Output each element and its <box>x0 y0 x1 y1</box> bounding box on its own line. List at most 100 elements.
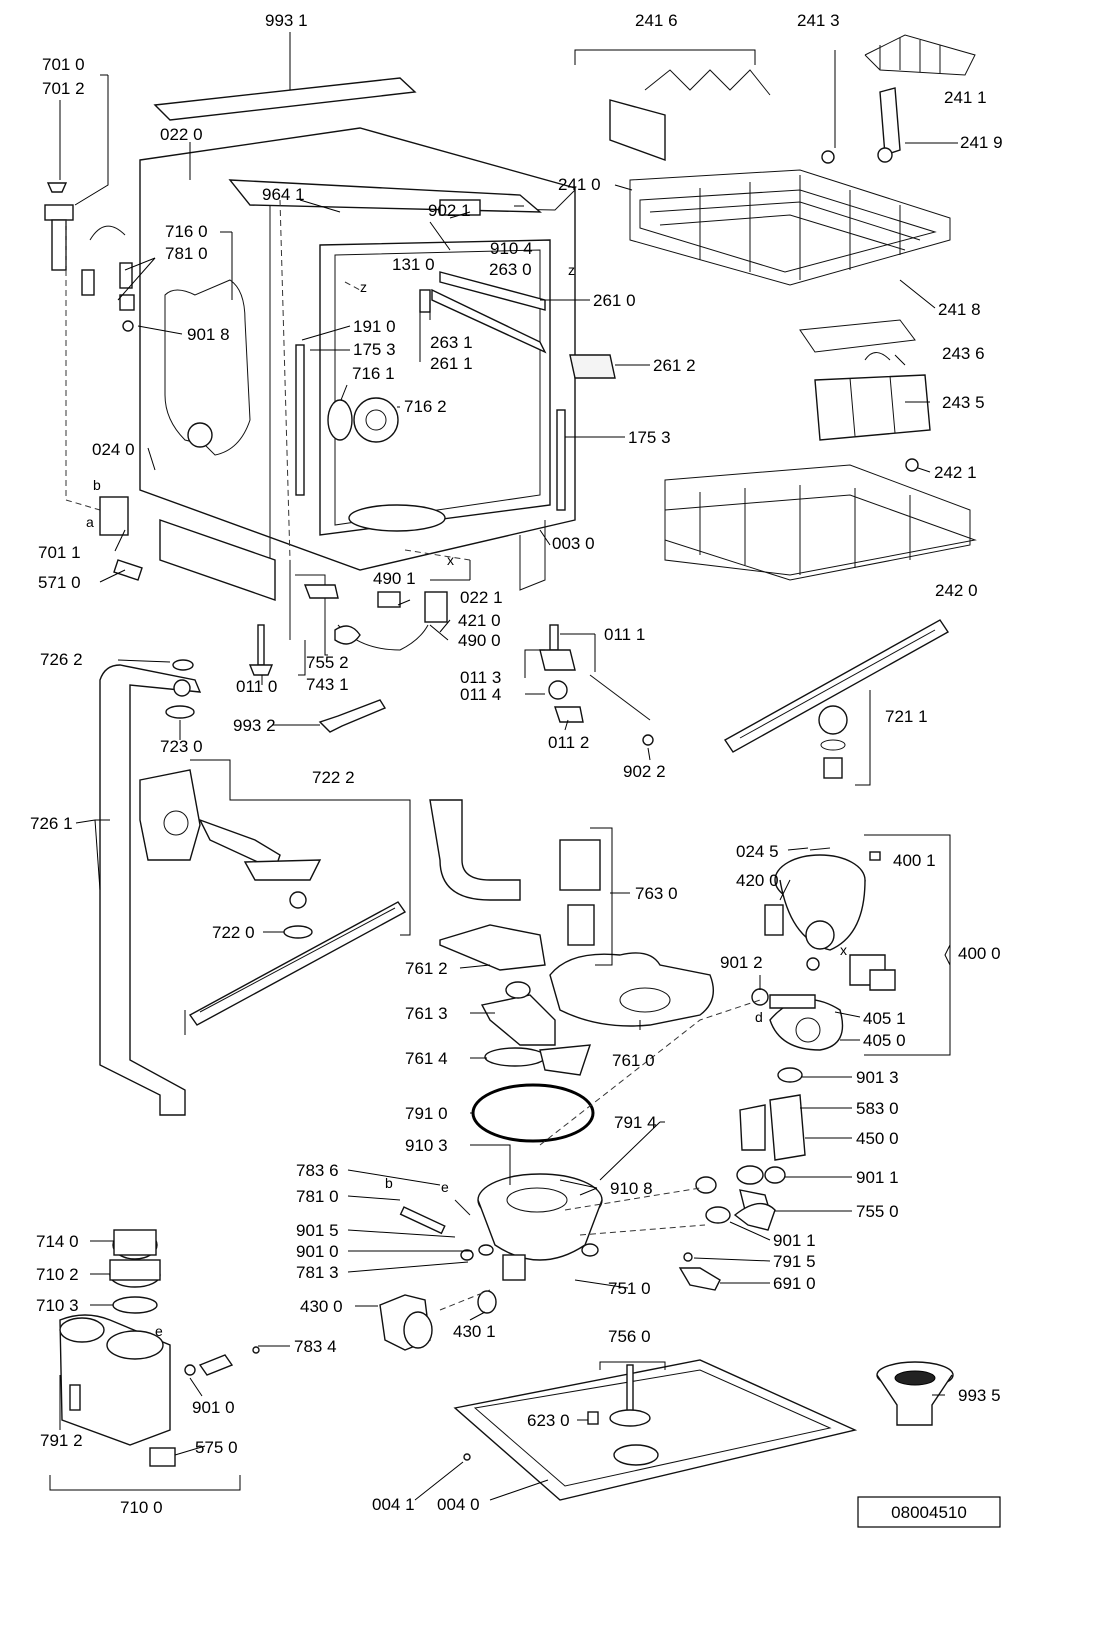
drain-hoses <box>678 988 806 1291</box>
part-label: 910 8 <box>610 1179 653 1198</box>
part-label: 241 1 <box>944 88 987 107</box>
part-label: 901 5 <box>296 1221 339 1240</box>
part-label: 583 0 <box>856 1099 899 1118</box>
part-label: 701 1 <box>38 543 81 562</box>
detergent-nozzle <box>44 182 143 581</box>
view-markers: b a z z x x d b e e <box>86 262 847 1339</box>
part-label: 721 1 <box>885 707 928 726</box>
feet-and-cables <box>248 574 448 676</box>
part-label: 716 0 <box>165 222 208 241</box>
part-label: 175 3 <box>628 428 671 447</box>
part-label: 691 0 <box>773 1274 816 1293</box>
part-label: 175 3 <box>353 340 396 359</box>
part-label: 420 0 <box>736 871 779 890</box>
part-label: 722 0 <box>212 923 255 942</box>
part-label: 024 5 <box>736 842 779 861</box>
part-label: 243 5 <box>942 393 985 412</box>
part-label: 421 0 <box>458 611 501 630</box>
part-label: 623 0 <box>527 1411 570 1430</box>
side-strips <box>295 344 566 511</box>
part-label: 242 1 <box>934 463 977 482</box>
part-label: 761 0 <box>612 1051 655 1070</box>
upper-basket <box>629 169 951 286</box>
filter-assembly <box>429 799 714 1076</box>
part-label: 263 0 <box>489 260 532 279</box>
part-label: 490 0 <box>458 631 501 650</box>
part-label: 901 2 <box>720 953 763 972</box>
wrench-tool <box>318 699 387 733</box>
part-label: 783 6 <box>296 1161 339 1180</box>
rails <box>419 271 616 379</box>
base-tray <box>453 1359 858 1501</box>
part-label: 964 1 <box>262 185 305 204</box>
part-label: 004 1 <box>372 1495 415 1514</box>
part-label: 901 3 <box>856 1068 899 1087</box>
marker-z1: z <box>360 279 367 295</box>
part-label: 723 0 <box>160 737 203 756</box>
spray-nozzle-ring <box>327 397 399 443</box>
part-label: 743 1 <box>306 675 349 694</box>
part-label: 710 2 <box>36 1265 79 1284</box>
part-label: 781 0 <box>165 244 208 263</box>
marker-b2: b <box>385 1175 393 1191</box>
part-label: 993 2 <box>233 716 276 735</box>
hose-connector <box>399 1199 471 1235</box>
part-label: 910 3 <box>405 1136 448 1155</box>
part-label: 763 0 <box>635 884 678 903</box>
part-label: 726 1 <box>30 814 73 833</box>
diagram-code: 08004510 <box>891 1503 967 1522</box>
upper-spray-arm <box>723 619 950 779</box>
part-label: 022 0 <box>160 125 203 144</box>
part-label: 400 0 <box>958 944 1001 963</box>
part-label: 405 0 <box>863 1031 906 1050</box>
part-label: 751 0 <box>608 1279 651 1298</box>
part-label: 701 2 <box>42 79 85 98</box>
water-softener <box>59 1229 260 1467</box>
part-label: 490 1 <box>373 569 416 588</box>
part-label: 261 2 <box>653 356 696 375</box>
part-label: 716 2 <box>404 397 447 416</box>
part-label: 400 1 <box>893 851 936 870</box>
part-label: 011 1 <box>604 625 645 644</box>
part-label: 791 5 <box>773 1252 816 1271</box>
part-label: 791 2 <box>40 1431 83 1450</box>
circulation-pump <box>764 847 896 1051</box>
part-labels: 993 1 241 6 241 3 701 0 701 2 241 1 241 … <box>30 11 1003 1517</box>
part-label: 902 2 <box>623 762 666 781</box>
spray-arm-bracket <box>139 769 322 939</box>
part-label: 783 4 <box>294 1337 337 1356</box>
part-label: 450 0 <box>856 1129 899 1148</box>
marker-x2: x <box>840 942 847 958</box>
part-label: 993 5 <box>958 1386 1001 1405</box>
marker-d: d <box>755 1009 763 1025</box>
part-label: 241 6 <box>635 11 678 30</box>
part-label: 011 2 <box>548 733 589 752</box>
part-label: 901 8 <box>187 325 230 344</box>
marker-b: b <box>93 477 101 493</box>
part-label: 710 0 <box>120 1498 163 1517</box>
lower-spray-arm <box>188 901 407 1026</box>
part-label: 910 4 <box>490 239 533 258</box>
part-label: 242 0 <box>935 581 978 600</box>
door-seal <box>164 279 251 456</box>
part-label: 241 8 <box>938 300 981 319</box>
tub-cabinet <box>139 127 576 640</box>
part-label: 761 4 <box>405 1049 448 1068</box>
marker-e1: e <box>441 1179 449 1195</box>
sump-body <box>460 1173 603 1281</box>
part-label: 901 0 <box>296 1242 339 1261</box>
part-label: 716 1 <box>352 364 395 383</box>
group-brackets <box>49 49 951 1491</box>
part-label: 241 3 <box>797 11 840 30</box>
part-label: 241 9 <box>960 133 1003 152</box>
part-label: 791 0 <box>405 1104 448 1123</box>
part-label: 901 0 <box>192 1398 235 1417</box>
part-label: 901 1 <box>856 1168 899 1187</box>
marker-z2: z <box>568 262 575 278</box>
part-label: 755 0 <box>856 1202 899 1221</box>
part-label: 781 3 <box>296 1263 339 1282</box>
part-label: 575 0 <box>195 1438 238 1457</box>
part-label: 191 0 <box>353 317 396 336</box>
part-label: 004 0 <box>437 1495 480 1514</box>
part-label: 261 1 <box>430 354 473 373</box>
